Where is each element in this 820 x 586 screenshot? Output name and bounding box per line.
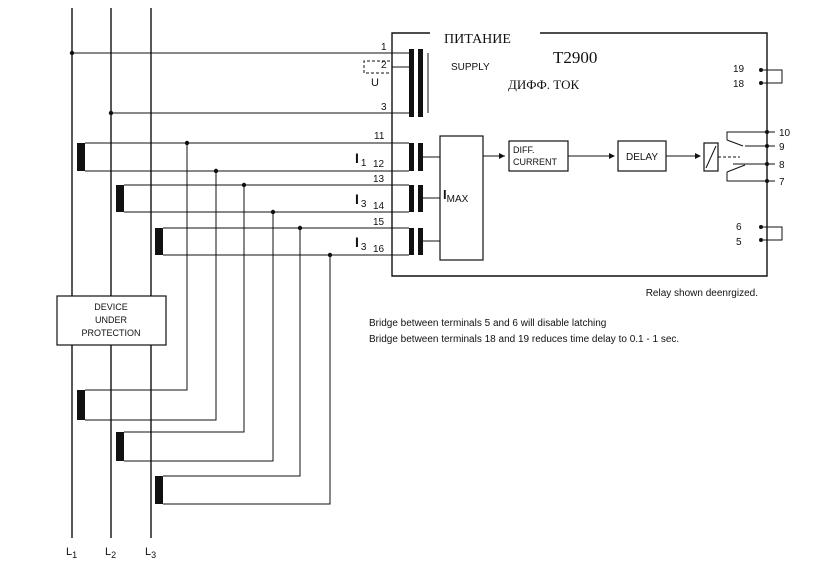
internal-ct-3a bbox=[409, 228, 414, 255]
terminal-8: 8 bbox=[779, 160, 785, 171]
notes: Relay shown deenrgized. Bridge between t… bbox=[369, 288, 758, 345]
signal-chain: IMAX DIFF. CURRENT DELAY bbox=[439, 131, 767, 261]
junction-dot bbox=[213, 168, 219, 174]
phase-labels: L1 L2 L3 bbox=[66, 546, 156, 560]
terminal-10: 10 bbox=[779, 128, 791, 139]
terminal-19: 19 bbox=[733, 64, 745, 75]
note-latching: Bridge between terminals 5 and 6 will di… bbox=[369, 318, 606, 329]
ct-bar-l2-top bbox=[116, 185, 124, 212]
ct-loops-bottom bbox=[77, 140, 333, 505]
terminal-14: 14 bbox=[373, 201, 385, 212]
device-label-line3: PROTECTION bbox=[81, 328, 140, 338]
ct-bar-l3-bottom bbox=[155, 476, 163, 504]
ct-bar-l3-top bbox=[155, 228, 163, 255]
supply-transformer-secondary bbox=[418, 49, 423, 117]
internal-ct-1a bbox=[409, 143, 414, 171]
internal-ct-3b bbox=[418, 228, 423, 255]
ct-bar-l2-bottom bbox=[116, 432, 124, 461]
terminal-16: 16 bbox=[373, 244, 385, 255]
terminal-15: 15 bbox=[373, 217, 385, 228]
diff-label: ДИФФ. ТОК bbox=[508, 77, 579, 92]
diff-current-label-1: DIFF. bbox=[513, 145, 535, 155]
terminal-11: 11 bbox=[374, 131, 385, 142]
junction-dot bbox=[69, 50, 75, 56]
relay-housing: ПИТАНИЕ T2900 SUPPLY ДИФФ. ТОК bbox=[391, 32, 768, 277]
internal-ct-2a bbox=[409, 185, 414, 212]
junction-dot bbox=[108, 110, 114, 116]
device-label-line2: UNDER bbox=[95, 315, 128, 325]
junction-dot bbox=[297, 225, 303, 231]
junction-dot bbox=[270, 209, 276, 215]
internal-ct-2b bbox=[418, 185, 423, 212]
device-label-line1: DEVICE bbox=[94, 302, 128, 312]
terminal-13: 13 bbox=[373, 174, 385, 185]
relay-state-note: Relay shown deenrgized. bbox=[646, 288, 758, 299]
terminal-6: 6 bbox=[736, 222, 742, 233]
phase-label-l2: L2 bbox=[105, 546, 116, 560]
junction-dot bbox=[241, 182, 247, 188]
section-label: ПИТАНИЕ bbox=[444, 32, 511, 47]
ct-bar-l1-bottom bbox=[77, 390, 85, 420]
phase-label-l3: L3 bbox=[145, 546, 156, 560]
supply-wiring: U 1 2 3 bbox=[69, 42, 429, 117]
imax-label: IMAX bbox=[443, 187, 469, 205]
ct-bar-l1-top bbox=[77, 143, 85, 171]
terminal-1: 1 bbox=[381, 42, 387, 53]
terminal-3: 3 bbox=[381, 102, 387, 113]
imax-block bbox=[439, 135, 484, 261]
note-time-delay: Bridge between terminals 18 and 19 reduc… bbox=[369, 334, 679, 345]
supply-transformer-primary bbox=[409, 49, 414, 117]
device-under-protection: DEVICE UNDER PROTECTION bbox=[56, 295, 167, 346]
terminal-7: 7 bbox=[779, 177, 785, 188]
terminal-12: 12 bbox=[373, 159, 385, 170]
terminal-5: 5 bbox=[736, 237, 742, 248]
terminal-9: 9 bbox=[779, 142, 785, 153]
diff-current-label-2: CURRENT bbox=[513, 157, 558, 167]
terminal-18: 18 bbox=[733, 79, 745, 90]
supply-label: SUPPLY bbox=[451, 62, 490, 73]
u-label: U bbox=[371, 77, 379, 89]
ct-loops-top bbox=[77, 142, 400, 256]
phase-lines bbox=[71, 8, 152, 538]
junction-dot bbox=[327, 252, 333, 258]
relay-model: T2900 bbox=[553, 48, 597, 67]
internal-ct-1b bbox=[418, 143, 423, 171]
phase-label-l1: L1 bbox=[66, 546, 77, 560]
terminal-2: 2 bbox=[381, 60, 387, 71]
junction-dot bbox=[184, 140, 190, 146]
delay-block bbox=[617, 140, 667, 172]
output-terminals: 19 18 10 9 8 7 6 5 bbox=[733, 64, 791, 248]
delay-label: DELAY bbox=[626, 152, 658, 163]
